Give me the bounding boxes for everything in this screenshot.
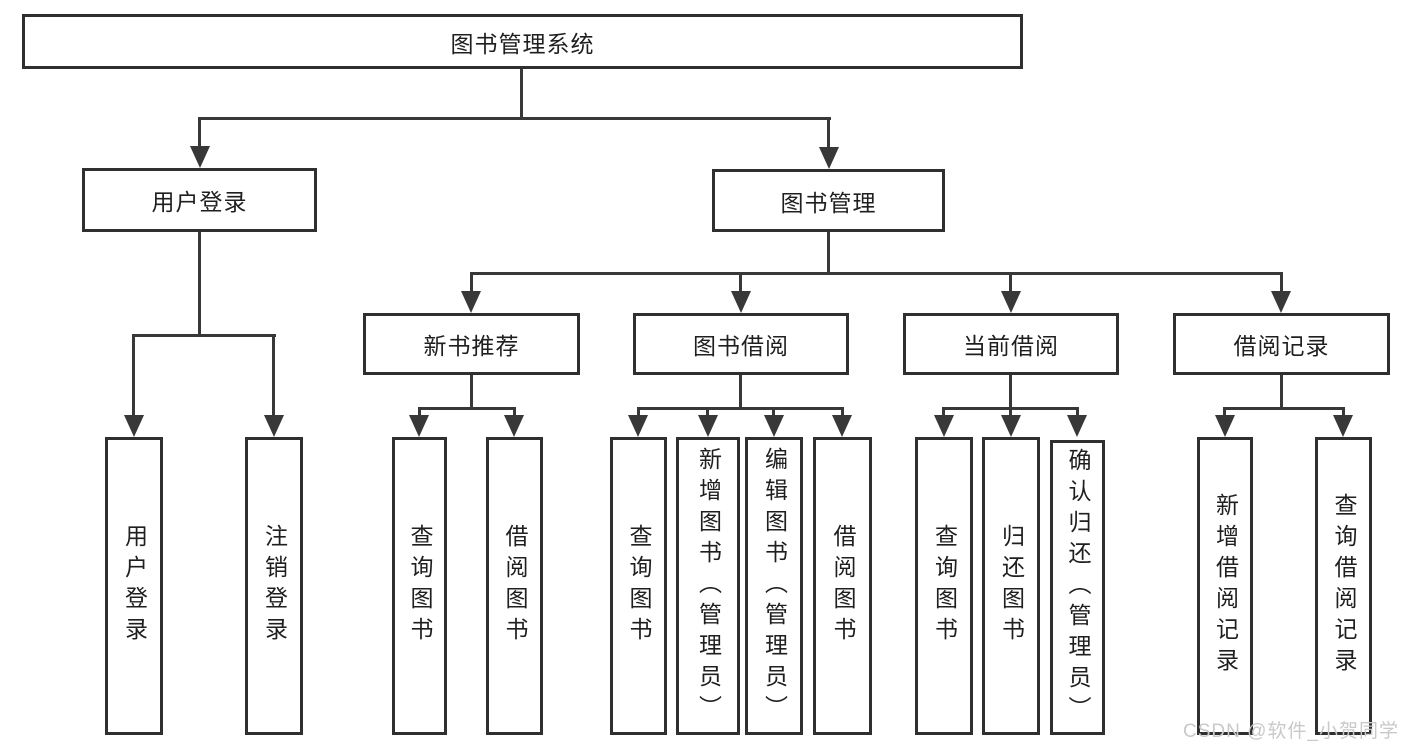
connector-drop-bookborrow-4 (841, 407, 844, 417)
arrowhead-newrec-2 (504, 415, 524, 437)
connector-drop-newrec-2 (513, 407, 516, 417)
arrowhead-leaf-user-login (124, 415, 144, 437)
leaf-newrec-borrow-book-label: 借阅图书 (502, 524, 528, 648)
arrowhead-user-login (190, 146, 210, 168)
node-borrow-record-label: 借阅记录 (1233, 333, 1330, 359)
node-borrow-record: 借阅记录 (1173, 313, 1390, 375)
arrowhead-new-book-recommend (461, 291, 481, 313)
node-book-management-label: 图书管理 (780, 189, 877, 216)
connector-drop-user-login (198, 117, 201, 149)
connector-root-stem (520, 69, 523, 120)
arrowhead-leaf-logout (264, 415, 284, 437)
arrowhead-bookborrow-3 (764, 415, 784, 437)
connector-drop-leaf-user-login (132, 334, 135, 415)
node-user-login-label: 用户登录 (151, 189, 248, 215)
connector-drop-currentborrow-3 (1076, 407, 1079, 417)
connector-currentborrow-stem (1009, 375, 1012, 409)
arrowhead-currentborrow-1 (934, 415, 954, 437)
arrowhead-book-management (819, 147, 839, 169)
node-root: 图书管理系统 (22, 14, 1023, 69)
connector-newrec-stem (470, 375, 473, 409)
leaf-newrec-query-book-label: 查询图书 (407, 524, 433, 648)
connector-book-management-stem (827, 232, 830, 275)
arrowhead-current-borrow (1001, 291, 1021, 313)
leaf-borrow-query-book: 查询图书 (610, 437, 667, 735)
leaf-query-borrow-record: 查询借阅记录 (1315, 437, 1372, 735)
connector-drop-currentborrow-2 (1009, 407, 1012, 417)
leaf-add-borrow-record: 新增借阅记录 (1197, 437, 1253, 735)
leaf-add-borrow-record-label: 新增借阅记录 (1212, 493, 1239, 679)
leaf-current-query-book: 查询图书 (915, 437, 973, 735)
leaf-confirm-return-admin-label: 确认归还（管理员） (1065, 448, 1091, 727)
node-root-label: 图书管理系统 (450, 30, 595, 57)
connector-drop-bookborrow-2 (706, 407, 709, 417)
connector-drop-bookborrow-1 (637, 407, 640, 417)
connector-drop-book-borrow (739, 272, 742, 294)
connector-drop-leaf-logout (272, 334, 275, 415)
leaf-logout-label: 注销登录 (261, 524, 288, 648)
node-user-login: 用户登录 (82, 168, 317, 232)
leaf-edit-book-admin: 编辑图书（管理员） (745, 437, 803, 735)
connector-level3-rail (470, 272, 1283, 275)
connector-level2-rail (198, 117, 831, 120)
connector-bookborrow-rail (637, 407, 844, 410)
arrowhead-borrowrecord-2 (1333, 415, 1353, 437)
node-current-borrow-label: 当前借阅 (963, 333, 1059, 359)
arrowhead-bookborrow-2 (698, 415, 718, 437)
connector-user-login-stem (198, 232, 201, 336)
connector-drop-newrec-1 (418, 407, 421, 417)
connector-drop-borrowrecord-2 (1342, 407, 1345, 417)
connector-drop-new-book-recommend (470, 272, 473, 294)
connector-drop-bookborrow-3 (772, 407, 775, 417)
arrowhead-borrowrecord-1 (1215, 415, 1235, 437)
csdn-watermark: CSDN @软件_小贺同学 (1183, 721, 1399, 742)
arrowhead-currentborrow-3 (1067, 415, 1087, 437)
leaf-current-query-book-label: 查询图书 (931, 524, 958, 648)
leaf-borrow-query-book-label: 查询图书 (626, 524, 652, 648)
connector-bookborrow-stem (739, 375, 742, 409)
leaf-add-book-admin: 新增图书（管理员） (676, 437, 740, 735)
connector-drop-borrowrecord-1 (1223, 407, 1226, 417)
leaf-return-book-label: 归还图书 (998, 524, 1025, 648)
arrowhead-book-borrow (731, 291, 751, 313)
leaf-logout: 注销登录 (245, 437, 303, 735)
connector-drop-book-management (827, 117, 830, 149)
connector-drop-current-borrow (1009, 272, 1012, 294)
node-new-book-recommend-label: 新书推荐 (423, 333, 520, 359)
arrowhead-bookborrow-1 (628, 415, 648, 437)
node-book-borrow-label: 图书借阅 (693, 333, 789, 359)
node-book-management: 图书管理 (712, 169, 945, 232)
node-book-borrow: 图书借阅 (633, 313, 849, 375)
leaf-edit-book-admin-label: 编辑图书（管理员） (761, 446, 788, 726)
leaf-user-login: 用户登录 (105, 437, 163, 735)
leaf-return-book: 归还图书 (982, 437, 1040, 735)
node-new-book-recommend: 新书推荐 (363, 313, 580, 375)
leaf-confirm-return-admin: 确认归还（管理员） (1050, 440, 1105, 735)
connector-drop-borrow-record (1280, 272, 1283, 294)
connector-newrec-rail (418, 407, 516, 410)
leaf-newrec-query-book: 查询图书 (392, 437, 447, 735)
arrowhead-currentborrow-2 (1001, 415, 1021, 437)
leaf-newrec-borrow-book: 借阅图书 (486, 437, 543, 735)
arrowhead-bookborrow-4 (832, 415, 852, 437)
node-current-borrow: 当前借阅 (903, 313, 1119, 375)
leaf-borrow-borrow-book-label: 借阅图书 (830, 524, 856, 648)
arrowhead-borrow-record (1271, 291, 1291, 313)
leaf-borrow-borrow-book: 借阅图书 (813, 437, 872, 735)
leaf-user-login-label: 用户登录 (121, 524, 148, 648)
connector-user-login-rail (132, 334, 276, 337)
leaf-add-book-admin-label: 新增图书（管理员） (695, 446, 722, 726)
connector-borrowrecord-stem (1280, 375, 1283, 409)
leaf-query-borrow-record-label: 查询借阅记录 (1331, 493, 1357, 679)
connector-borrowrecord-rail (1223, 407, 1345, 410)
arrowhead-newrec-1 (409, 415, 429, 437)
connector-drop-currentborrow-1 (942, 407, 945, 417)
